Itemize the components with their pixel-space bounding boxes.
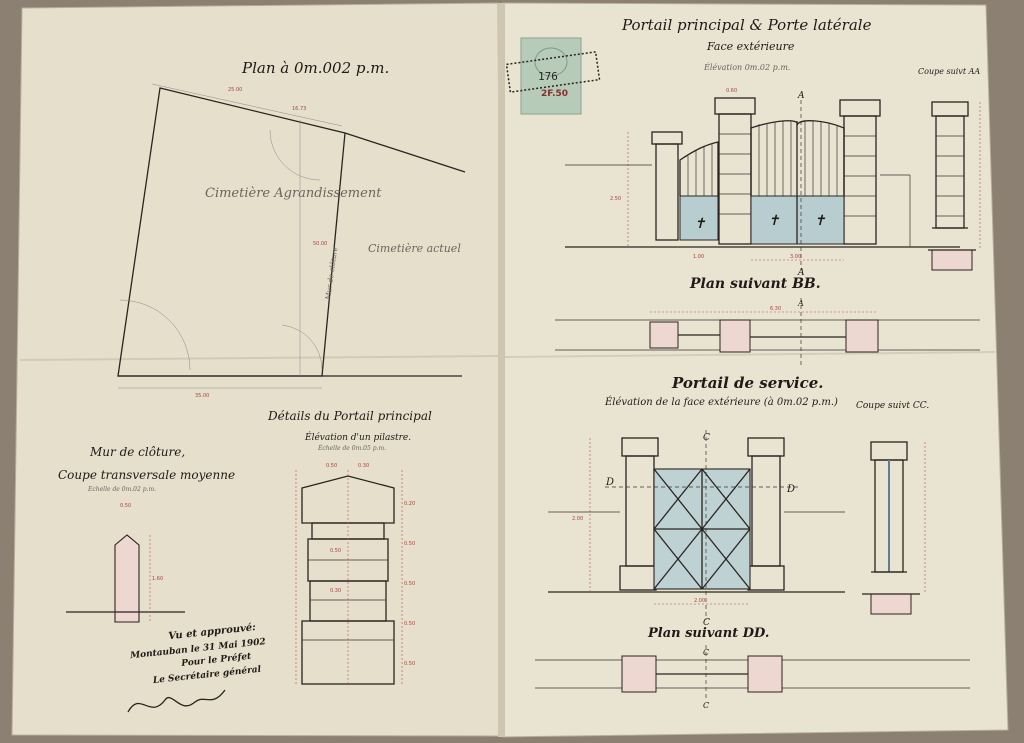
section-cc-foundation <box>870 593 912 615</box>
wall-section-title: Mur de clôture, <box>89 445 185 459</box>
horizontal-fold-left <box>19 355 499 361</box>
corner-arc-top <box>269 129 321 181</box>
wall-section-subtitle: Coupe transversale moyenne <box>58 468 235 482</box>
wall-section-scale: Echelle de 0m.02 p.m. <box>87 486 156 493</box>
left-sheet <box>11 2 503 737</box>
wall-profile <box>114 534 140 623</box>
label-existing: Cimetière actuel <box>368 242 461 255</box>
elevation-scale: Élévation 0m.02 p.m. <box>703 63 790 72</box>
plan-bb: Plan suivant BB. 6.30 A <box>555 276 980 365</box>
service-subtitle: Élévation de la face extérieure (à 0m.02… <box>604 396 838 408</box>
pilaster-dim-right-1: 0.20 <box>404 501 415 507</box>
revenue-stamp: 176 2F.50 <box>505 37 601 115</box>
plan-bb-pier-3 <box>845 319 879 353</box>
service-gate-braces <box>653 468 751 590</box>
existing-boundary-line <box>344 132 466 173</box>
cross-icon-side: ✝ <box>694 216 706 232</box>
stamp-medallion <box>534 47 568 77</box>
dim-right: 50.00 <box>313 241 327 247</box>
service-title: Portail de service. <box>671 374 824 392</box>
pilaster-dim-right-2: 0.50 <box>404 541 415 547</box>
pier-dim: 0.60 <box>726 88 737 94</box>
pilaster-dim-mid-a: 0.50 <box>330 548 341 554</box>
corner-arc-bottom <box>281 324 323 371</box>
right-subtitle: Face extérieure <box>706 40 795 53</box>
right-header: Portail principal & Porte latérale Face … <box>621 16 980 76</box>
plan-bb-pier-2 <box>719 319 751 353</box>
main-height-dim: 2.50 <box>610 196 621 202</box>
top-dimension-line <box>151 83 343 127</box>
pilaster-cap <box>301 475 395 524</box>
site-plan: Plan à 0m.002 p.m. Cimetière Agrandissem… <box>117 59 466 399</box>
marker-a-bottom: A <box>797 268 805 278</box>
cross-icon-left-leaf: ✝ <box>768 213 780 229</box>
plan-bb-dim: 6.30 <box>770 306 781 312</box>
side-width-dim: 1.00 <box>693 254 704 260</box>
stamp-value: 2F.50 <box>541 89 568 99</box>
stamp-number: 176 <box>538 70 558 83</box>
signature-scribble <box>127 689 226 713</box>
pilaster-dim-right-3: 0.50 <box>404 581 415 587</box>
plan-dd-pier-right <box>747 655 783 693</box>
corner-arc-left <box>119 299 191 371</box>
service-gate: Portail de service. Élévation de la face… <box>548 374 929 628</box>
pilaster-dim-mid-b: 0.30 <box>330 588 341 594</box>
side-pier-shaft <box>655 143 679 241</box>
right-title: Portail principal & Porte latérale <box>621 16 872 34</box>
section-aa-title: Coupe suivt AA <box>918 67 980 76</box>
side-gate-railing <box>679 141 719 196</box>
pilaster-scale: Échelle de 0m.05 p.m. <box>317 444 386 452</box>
section-cc <box>862 441 926 615</box>
plan-dd-marker-c: C <box>703 648 709 657</box>
pilaster-subtitle: Élévation d'un pilastre. <box>304 431 411 443</box>
marker-d-right: D <box>786 484 795 495</box>
side-gate-panel <box>679 195 719 241</box>
pilaster-dim-right-4: 0.50 <box>404 621 415 627</box>
marker-c-bottom: C <box>703 618 710 628</box>
section-aa-foundation <box>931 249 973 271</box>
wall-section: Mur de clôture, Coupe transversale moyen… <box>58 445 235 623</box>
plan-dd: Plan suivant DD. C C <box>535 626 970 710</box>
plan-dd-marker-c-bottom: C <box>703 701 709 710</box>
main-gate-elevation: ✝ ✝ ✝ A A 2.50 3.00 1.00 0.60 <box>565 88 960 278</box>
dim-top-left: 25.00 <box>228 87 242 93</box>
horizontal-fold-right <box>504 351 996 358</box>
plan-title: Plan à 0m.002 p.m. <box>241 59 389 77</box>
plan-bb-title: Plan suivant BB. <box>689 276 821 292</box>
pier-courses <box>719 133 876 217</box>
main-gate-bars <box>687 121 838 196</box>
plan-bb-pier-1 <box>649 321 679 349</box>
center-fold <box>498 3 505 737</box>
cross-icon-right-leaf: ✝ <box>814 213 826 229</box>
plan-dd-pier-left <box>621 655 657 693</box>
gate-width-dim: 3.00 <box>790 254 801 260</box>
dim-bottom: 35.00 <box>195 393 209 399</box>
marker-a-top: A <box>797 91 805 101</box>
dim-top-right: 16.73 <box>292 106 306 112</box>
section-cc-title: Coupe suivt CC. <box>856 401 929 411</box>
pilaster-title: Détails du Portail principal <box>267 409 432 423</box>
label-extension: Cimetière Agrandissement <box>205 186 382 201</box>
section-aa <box>928 101 981 271</box>
marker-d-left: D <box>605 477 614 488</box>
section-aa-courses <box>936 135 964 217</box>
wall-height-dim: 1.60 <box>152 576 163 582</box>
wall-width-dim: 0.50 <box>120 503 131 509</box>
plan-dd-title: Plan suivant DD. <box>647 626 769 641</box>
service-height-dim: 2.00 <box>572 516 583 522</box>
pilaster-detail: Détails du Portail principal Élévation d… <box>267 409 432 685</box>
pilaster-dim-right-5: 0.50 <box>404 661 415 667</box>
plan-bb-marker-a: A <box>797 299 804 308</box>
service-width-dim: 2.00 <box>694 598 705 604</box>
marker-c-top: C <box>703 433 710 443</box>
pilaster-dim-top-b: 0.30 <box>358 463 369 469</box>
pilaster-dim-top-a: 0.50 <box>326 463 337 469</box>
